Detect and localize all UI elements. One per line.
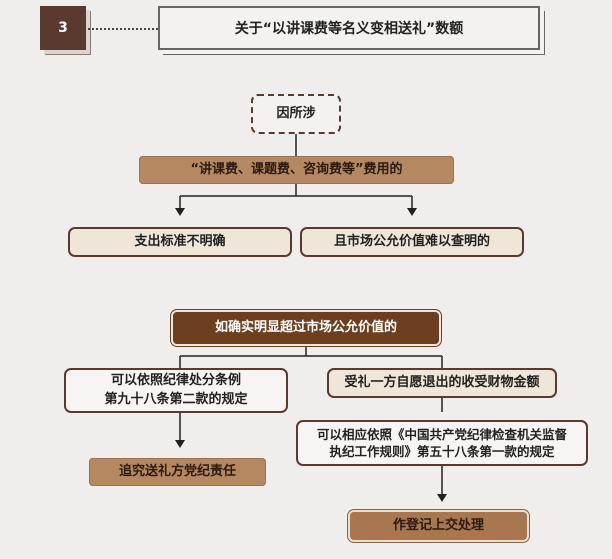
condition-a-box: 支出标准不明确 [68, 227, 292, 257]
fees-box: “讲课费、课题费、咨询费等”费用的 [139, 156, 454, 184]
voluntary-exit-box: 受礼一方自愿退出的收受财物金额 [327, 368, 557, 398]
condition-b-box: 且市场公允价值难以查明的 [300, 227, 524, 257]
proven-excess-box: 如确实明显超过市场公允价值的 [173, 312, 439, 344]
arrow-condition-b [407, 208, 417, 216]
result-a-box: 追究送礼方党纪责任 [89, 458, 266, 486]
rule-a-line2: 第九十八条第二款的规定 [104, 391, 248, 407]
arrow-result-a [175, 440, 185, 448]
arrow-result-b [437, 494, 447, 502]
rule-b-box: 可以相应依照《中国共产党纪律检查机关监督 执纪工作规则》第五十八条第一款的规定 [296, 420, 588, 466]
arrow-condition-a [175, 208, 185, 216]
cause-box: 因所涉 [251, 94, 341, 134]
section-number-badge: 3 [40, 6, 86, 50]
rule-b-line1: 可以相应依照《中国共产党纪律检查机关监督 [316, 426, 567, 442]
result-b-box: 作登记上交处理 [350, 512, 527, 540]
header-connector [88, 28, 158, 30]
rule-b-line2: 执纪工作规则》第五十八条第一款的规定 [329, 444, 555, 459]
rule-a-box: 可以依照纪律处分条例 第九十八条第二款的规定 [64, 368, 288, 413]
rule-a-line1: 可以依照纪律处分条例 [110, 373, 241, 389]
section-title: 关于“以讲课费等名义变相送礼”数额 [158, 6, 540, 50]
